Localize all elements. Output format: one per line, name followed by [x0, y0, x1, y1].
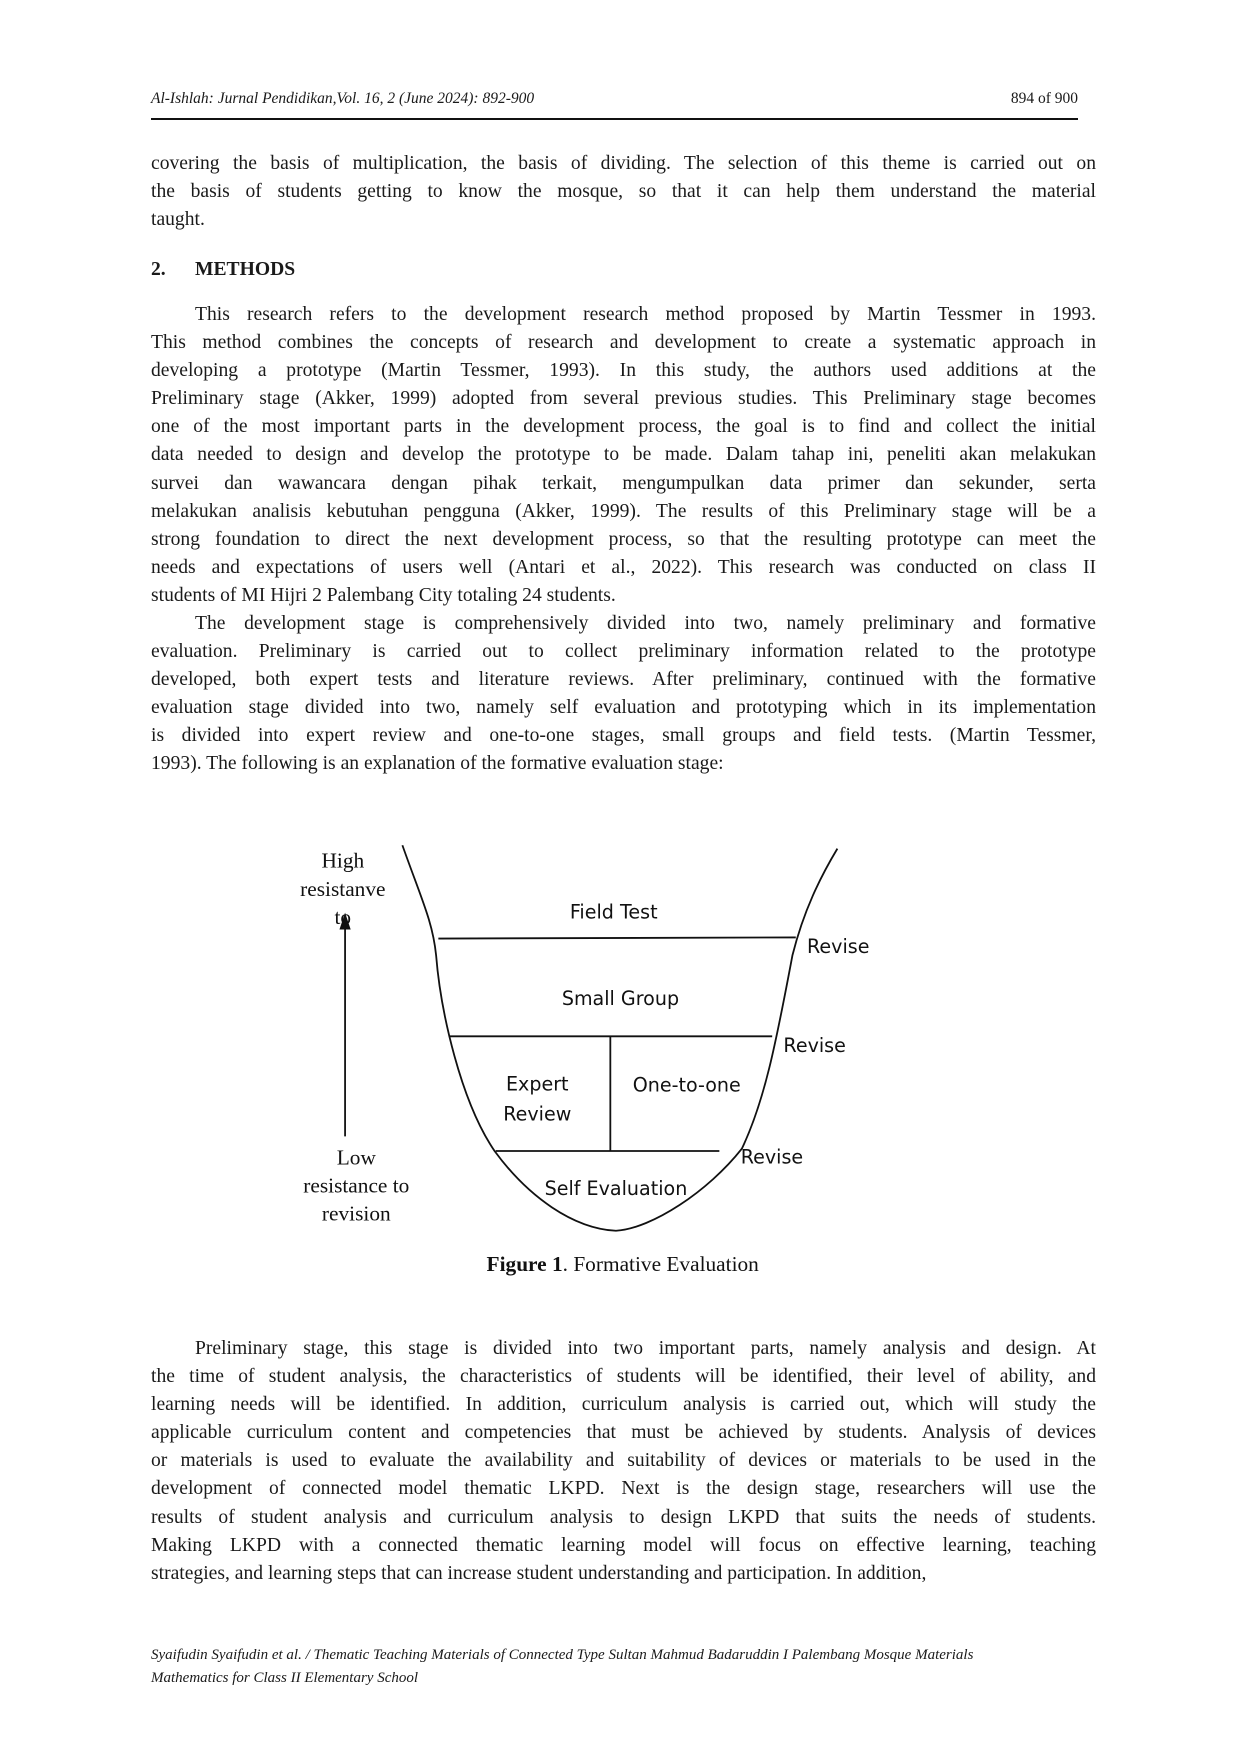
small-group-label: Small Group [562, 987, 679, 1010]
header-rule [151, 118, 1078, 120]
text-line: or materials is used to evaluate the ava… [151, 1450, 1096, 1472]
caption-text: . Formative Evaluation [563, 1252, 760, 1276]
low-label: Low [337, 1145, 377, 1169]
text-line: taught. [151, 209, 205, 231]
section-title: METHODS [195, 259, 296, 280]
high-label: resistanve [300, 877, 385, 901]
text-line: developed, both expert tests and literat… [151, 669, 1096, 691]
revise-label: Revise [741, 1145, 803, 1168]
text-line: Making LKPD with a connected thematic le… [151, 1534, 1096, 1556]
text-line: developing a prototype (Martin Tessmer, … [151, 360, 1096, 382]
figure-caption: Figure 1. Formative Evaluation [487, 1252, 760, 1276]
text-line: Preliminary stage, this stage is divided… [195, 1338, 1096, 1359]
high-label: to [335, 905, 352, 929]
footer-line: Mathematics for Class II Elementary Scho… [151, 1670, 419, 1686]
footer-line: Syaifudin Syaifudin et al. / Thematic Te… [151, 1647, 974, 1663]
text-line: The development stage is comprehensively… [195, 613, 1096, 634]
text-line: the basis of students getting to know th… [151, 181, 1096, 203]
text-line: survei dan wawancara dengan pihak terkai… [151, 472, 1096, 494]
text-line: development of connected model thematic … [151, 1478, 1096, 1500]
low-label: resistance to [303, 1174, 409, 1198]
text-line: needs and expectations of users well (An… [151, 556, 1096, 578]
field-test-label: Field Test [570, 900, 658, 923]
text-line: applicable curriculum content and compet… [151, 1422, 1096, 1444]
high-label: High [321, 849, 364, 873]
footer-citation: Syaifudin Syaifudin et al. / Thematic Te… [151, 1644, 973, 1690]
text-line: evaluation. Preliminary is carried out t… [151, 641, 1096, 663]
expert-review-label: Expert [506, 1072, 569, 1095]
text-line: evaluation stage divided into two, namel… [151, 697, 1096, 719]
paragraph-2: This research refers to the development … [151, 301, 1096, 610]
text-line: 1993). The following is an explanation o… [151, 753, 724, 775]
text-line: This method combines the concepts of res… [151, 332, 1096, 354]
paragraph-3: The development stage is comprehensively… [151, 610, 1096, 779]
text-line: students of MI Hijri 2 Palembang City to… [151, 584, 616, 606]
text-line: strategies, and learning steps that can … [151, 1562, 927, 1584]
funnel-outline [401, 844, 839, 1232]
paragraph-4: Preliminary stage, this stage is divided… [151, 1335, 1096, 1588]
text-line: This research refers to the development … [195, 304, 1096, 325]
text-line: Preliminary stage (Akker, 1999) adopted … [151, 388, 1096, 410]
section-number: 2. [151, 259, 166, 280]
divider-field-test [438, 936, 796, 940]
self-evaluation-label: Self Evaluation [545, 1177, 688, 1200]
paragraph-1: covering the basis of multiplication, th… [151, 150, 1096, 234]
page-number: 894 of 900 [1010, 90, 1078, 107]
text-line: is divided into expert review and one-to… [151, 725, 1096, 747]
text-line: the time of student analysis, the charac… [151, 1366, 1096, 1388]
text-line: strong foundation to direct the next dev… [151, 528, 1096, 550]
text-line: melakukan analisis kebutuhan pengguna (A… [151, 500, 1096, 522]
revise-label: Revise [807, 935, 869, 958]
journal-header: Al-Ishlah: Jurnal Pendidikan,Vol. 16, 2 … [151, 90, 535, 107]
expert-review-label: Review [503, 1103, 571, 1126]
revise-label: Revise [783, 1034, 845, 1057]
section-heading: 2. METHODS [151, 259, 295, 281]
text-line: learning needs will be identified. In ad… [151, 1394, 1096, 1416]
low-label: revision [322, 1202, 391, 1226]
text-line: data needed to design and develop the pr… [151, 444, 1096, 466]
caption-label: Figure 1 [487, 1252, 563, 1276]
text-line: covering the basis of multiplication, th… [151, 153, 1096, 174]
text-line: one of the most important parts in the d… [151, 416, 1096, 438]
one-to-one-label: One-to-one [633, 1073, 741, 1096]
text-line: results of student analysis and curricul… [151, 1506, 1096, 1528]
arrow-head-icon [339, 912, 351, 930]
